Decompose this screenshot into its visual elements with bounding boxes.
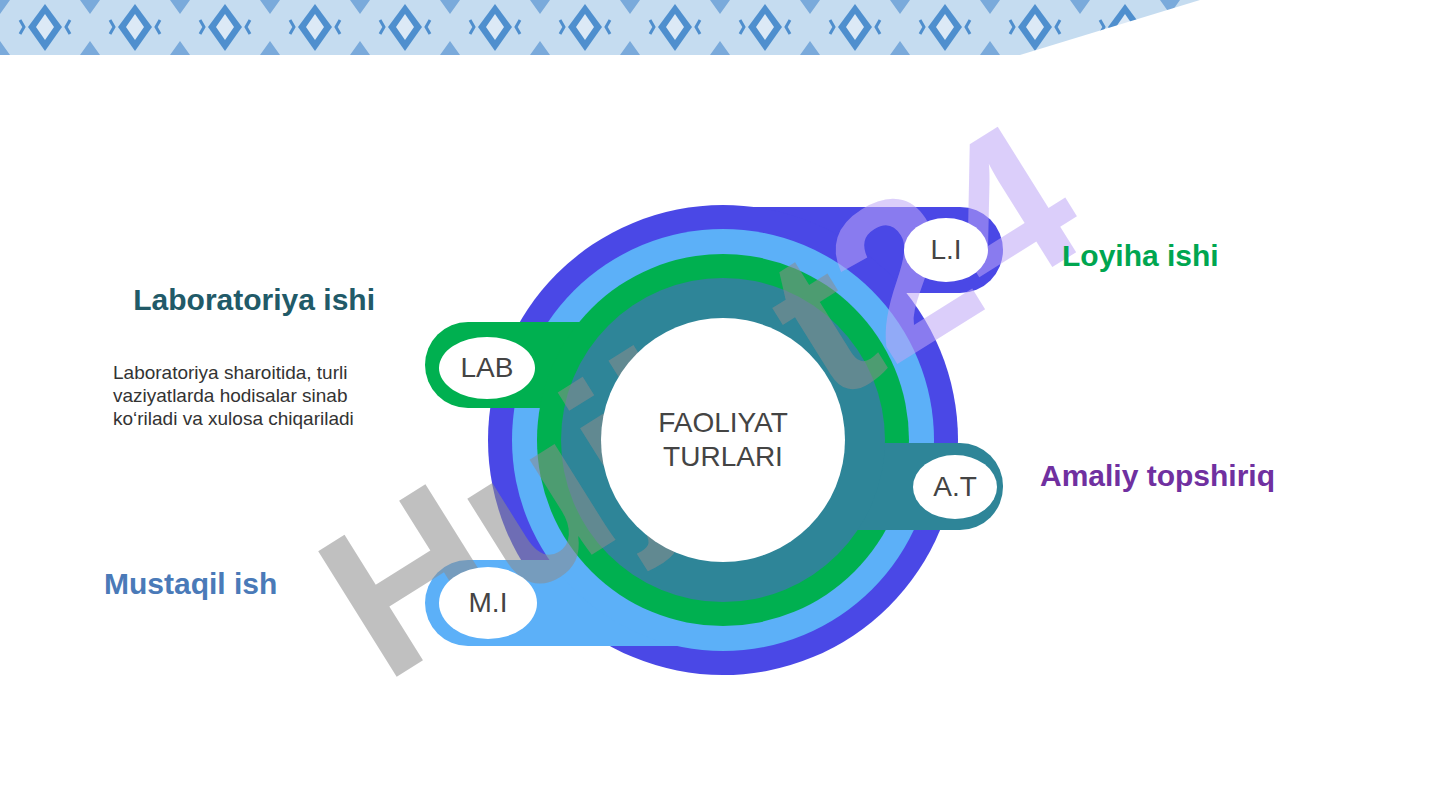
tab-oval: LAB [439, 337, 535, 399]
light-ring [512, 229, 934, 651]
tab-oval: A.T [913, 455, 997, 519]
ikat-banner [0, 0, 1200, 55]
tab-oval: L.I [904, 218, 988, 282]
green-ring [537, 254, 909, 626]
activity-title: Mustaqil ish [104, 566, 277, 602]
tab-oval: M.I [439, 567, 537, 639]
activity-title: Loyiha ishi [1062, 238, 1219, 274]
center-title: FAOLIYAT TURLARI [638, 406, 808, 473]
activity-title: Laboratoriya ishi [113, 282, 375, 318]
activity-title: Amaliy topshiriq [1040, 458, 1275, 494]
tab-code: M.I [469, 586, 508, 620]
center-circle: FAOLIYAT TURLARI [601, 318, 845, 562]
tab-code: LAB [461, 351, 514, 385]
rings [425, 205, 1003, 675]
teal-ring [561, 278, 885, 602]
activity-description: Laboratoriya sharoitida, turli vaziyatla… [113, 362, 365, 430]
tab-code: A.T [933, 470, 977, 504]
tab-code: L.I [930, 233, 961, 267]
